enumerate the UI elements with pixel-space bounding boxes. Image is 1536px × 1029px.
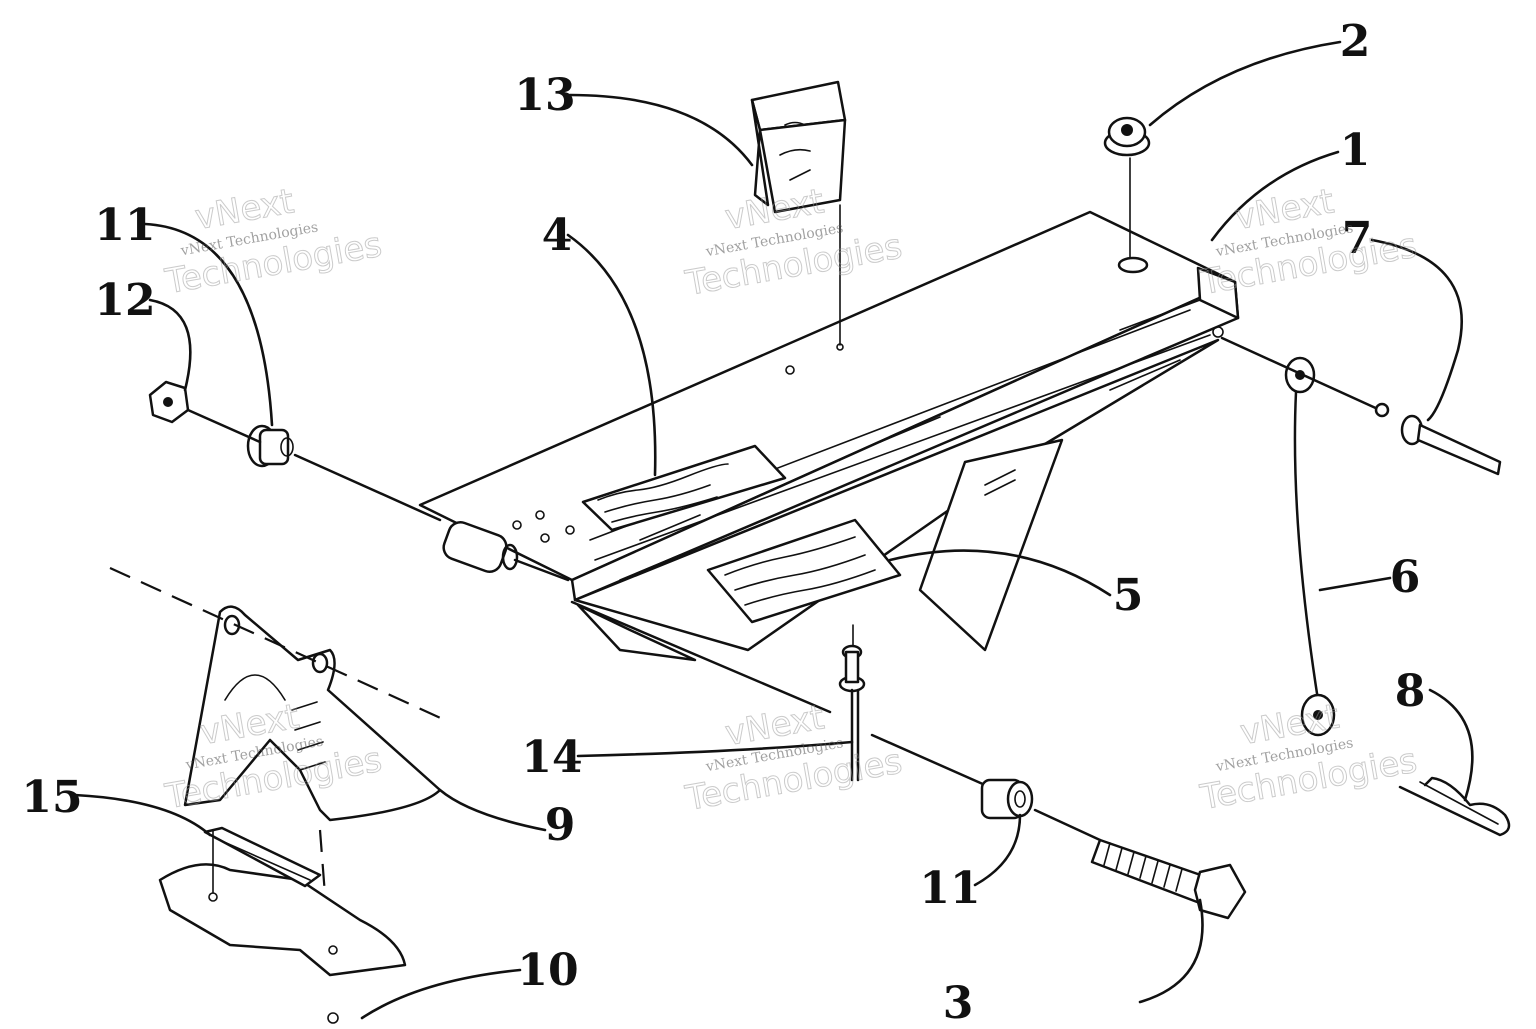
watermark-2: vNext vNext Technologies Technologies bbox=[681, 181, 905, 305]
callout-2: 2 bbox=[1340, 16, 1371, 67]
pivot-sleeve bbox=[442, 521, 519, 573]
rivet-part-14 bbox=[838, 624, 866, 782]
bushing-part-11-upper bbox=[246, 424, 294, 468]
callout-labels: 2 1 7 13 4 11 12 5 6 8 14 15 9 11 10 3 bbox=[21, 16, 1426, 1029]
callout-14: 14 bbox=[521, 732, 582, 783]
lanyard-part-6 bbox=[1284, 356, 1336, 737]
base-plate bbox=[158, 863, 407, 977]
callout-3: 3 bbox=[943, 978, 974, 1024]
clip-part-13 bbox=[750, 80, 847, 351]
callout-13: 13 bbox=[514, 70, 575, 121]
callout-6: 6 bbox=[1390, 552, 1421, 603]
bolt-part-3 bbox=[1090, 838, 1247, 920]
bushing-part-11-lower bbox=[980, 778, 1034, 820]
callout-12: 12 bbox=[94, 275, 155, 326]
callout-1: 1 bbox=[1340, 125, 1371, 176]
nut-part-12 bbox=[148, 380, 190, 424]
stand-part-9 bbox=[183, 605, 442, 822]
strap-part-15 bbox=[203, 826, 322, 894]
leader-lines bbox=[73, 40, 1474, 1020]
callout-5: 5 bbox=[1113, 570, 1144, 621]
callout-10: 10 bbox=[517, 945, 578, 996]
callout-9: 9 bbox=[545, 800, 576, 851]
decal-part-5 bbox=[706, 518, 902, 624]
callout-4: 4 bbox=[542, 210, 573, 261]
decal-part-4 bbox=[581, 444, 787, 532]
callout-8: 8 bbox=[1395, 666, 1426, 717]
callout-7: 7 bbox=[1342, 213, 1373, 264]
callout-15: 15 bbox=[21, 772, 82, 823]
pin-part-7 bbox=[1220, 336, 1502, 476]
watermark-3: vNext vNext Technologies Technologies bbox=[1196, 181, 1420, 304]
grommet-part-2 bbox=[1103, 116, 1151, 259]
hair-pin-part-8 bbox=[1398, 776, 1511, 837]
callout-11-lower: 11 bbox=[919, 863, 980, 914]
watermark-1: vNext vNext Technologies Technologies bbox=[161, 181, 385, 303]
callout-11-upper: 11 bbox=[94, 200, 155, 251]
watermark-6: vNext vNext Technologies Technologies bbox=[1196, 696, 1420, 819]
